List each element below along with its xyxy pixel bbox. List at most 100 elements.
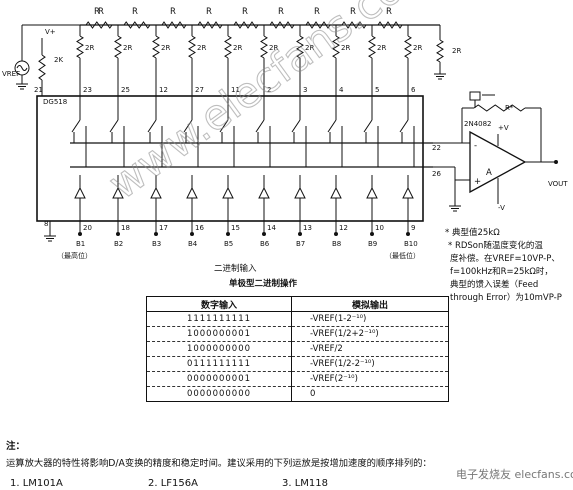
bottom-pin-number: 13	[303, 224, 312, 232]
minus-sign: -	[474, 141, 477, 151]
digital-input-cell: 1000000000	[146, 341, 292, 357]
vout-label: VOUT	[548, 180, 568, 188]
leg-resistor-label: 2R	[341, 44, 350, 52]
amp-option-3: 3. LM118	[282, 478, 329, 489]
leg-resistor	[152, 35, 160, 59]
leg-resistor	[114, 35, 122, 59]
switch-blade	[291, 119, 301, 133]
note-line-4: 典型的馈入误差（Feed	[450, 279, 538, 290]
table-row: 0111111111-VREF(1/2-2⁻¹⁰)	[146, 356, 449, 372]
analog-output-cell: -VREF/2	[291, 341, 449, 357]
feedback-resistor	[473, 104, 526, 112]
watermark-text: www.elecfans.com	[100, 0, 445, 209]
top-pin-number: 12	[159, 86, 168, 94]
note-line-5: through Error）为10mVP-P	[450, 292, 562, 303]
top-pin-number: 23	[83, 86, 92, 94]
bit-input-terminal	[262, 232, 266, 236]
top-pin-number: 21	[34, 86, 43, 94]
leg-resistor-label: 2R	[233, 44, 242, 52]
corner-watermark: 电子发烧友 elecfans.com	[456, 467, 573, 481]
amp-label: A	[486, 168, 492, 178]
table-header-row: 数字输入 模拟输出	[146, 296, 449, 312]
digital-input-cell: 0111111111	[146, 356, 292, 372]
pin-22-label: 22	[432, 144, 441, 152]
leg-resistor-label: 2R	[305, 44, 314, 52]
pin-8-label: 8	[44, 220, 48, 228]
switch-blade	[327, 119, 337, 133]
bottom-pin-number: 14	[267, 224, 276, 232]
bit-input-terminal	[116, 232, 120, 236]
leg-resistor	[188, 35, 196, 59]
leg-resistor	[368, 35, 376, 59]
leg-resistor-label: 2R	[161, 44, 170, 52]
amp-plus-supply-label: +V	[498, 124, 509, 132]
binary-operation-table: 数字输入 模拟输出 1111111111-VREF(1-2⁻¹⁰)1000000…	[146, 296, 449, 402]
table-row: 0000000001-VREF(2⁻¹⁰)	[146, 371, 449, 387]
bit-label: B6	[260, 240, 270, 248]
msb-label: （最高位）	[57, 251, 92, 260]
series-resistor-label: R	[242, 7, 248, 17]
bit-input-terminal	[190, 232, 194, 236]
leg-resistor-label: 2R	[85, 44, 94, 52]
plus-sign: +	[474, 177, 481, 187]
series-resistor	[305, 21, 331, 29]
bit-input-terminal	[226, 232, 230, 236]
logic-buffer	[74, 186, 86, 199]
bit-input-terminal	[406, 232, 410, 236]
leg-resistor-label: 2R	[123, 44, 132, 52]
vref-label: VREF	[2, 70, 20, 78]
switch-blade	[147, 119, 157, 133]
leg-resistor	[404, 35, 412, 59]
bottom-pin-number: 17	[159, 224, 168, 232]
bit-label: B3	[152, 240, 161, 248]
series-resistor	[85, 21, 113, 29]
bit-input-terminal	[298, 232, 302, 236]
analog-output-cell: -VREF(2⁻¹⁰)	[291, 371, 449, 387]
leg-resistor-label: 2R	[413, 44, 422, 52]
leg-resistor	[332, 35, 340, 59]
bit-label: B10	[404, 240, 418, 248]
top-pin-number: 11	[231, 86, 240, 94]
top-pin-number: 3	[303, 86, 307, 94]
chip-label: DG518	[43, 98, 67, 106]
dg518-chip-body	[36, 95, 424, 222]
logic-buffer	[330, 186, 342, 199]
logic-buffer	[366, 186, 378, 199]
header-digital-input: 数字输入	[146, 296, 292, 312]
top-pin-number: 4	[339, 86, 344, 94]
bottom-pin-number: 16	[195, 224, 204, 232]
note-line-2: 度补偿。在VREF=10VP-P、	[450, 253, 560, 264]
leg-resistor	[76, 35, 84, 59]
note-line-3: f=100kHz和R=25kΩ时，	[450, 266, 553, 277]
bit-label: B5	[224, 240, 233, 248]
logic-buffer	[186, 186, 198, 199]
bit-label: B2	[114, 240, 123, 248]
logic-buffer	[258, 186, 270, 199]
bit-label: B1	[76, 240, 85, 248]
series-resistor-label: R	[206, 7, 212, 17]
series-resistor-label: R	[314, 7, 320, 17]
series-resistor	[233, 21, 259, 29]
switch-blade	[109, 119, 119, 133]
jfet-2n4082	[469, 91, 481, 101]
series-resistor	[341, 21, 367, 29]
leg-resistor-label: 2R	[377, 44, 386, 52]
table-row: 1000000000-VREF/2	[146, 341, 449, 357]
bottom-pin-number: 10	[375, 224, 384, 232]
series-resistor	[197, 21, 223, 29]
top-pin-number: 5	[375, 86, 379, 94]
bit-input-terminal	[154, 232, 158, 236]
top-pin-number: 25	[121, 86, 130, 94]
vplus-label: V+	[45, 28, 56, 36]
series-resistor	[377, 21, 403, 29]
source-resistor	[38, 54, 46, 81]
series-resistor	[123, 21, 151, 29]
amp-minus-supply-label: -V	[498, 204, 505, 212]
switch-blade	[255, 119, 265, 133]
bit-input-terminal	[334, 232, 338, 236]
top-pin-number: 2	[267, 86, 271, 94]
series-resistor-label: R	[350, 7, 356, 17]
series-resistor	[269, 21, 295, 29]
